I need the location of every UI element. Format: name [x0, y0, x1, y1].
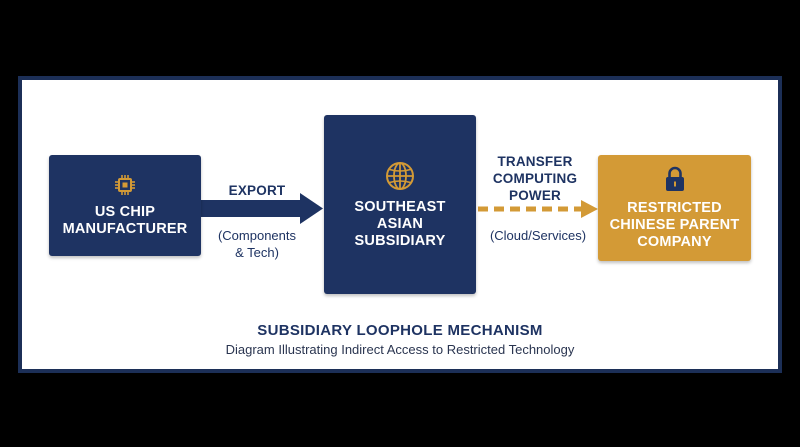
title-line: COMPANY: [637, 234, 712, 250]
restricted-parent-company-box: RESTRICTED CHINESE PARENT COMPANY: [598, 155, 751, 261]
title-line: SUBSIDIARY: [354, 232, 446, 249]
export-note: (Components & Tech): [199, 227, 315, 261]
export-arrow: [201, 193, 323, 224]
label-line: TRANSFER: [497, 154, 573, 169]
title-line: US CHIP: [94, 204, 156, 220]
note-line: & Tech): [235, 245, 279, 260]
title-line: SOUTHEAST: [354, 198, 446, 215]
transfer-note: (Cloud/Services): [489, 228, 587, 243]
southeast-asian-subsidiary-box: SOUTHEAST ASIAN SUBSIDIARY: [324, 115, 476, 294]
title-line: MANUFACTURER: [62, 221, 188, 237]
restricted-parent-company-label: RESTRICTED CHINESE PARENT COMPANY: [610, 200, 740, 251]
label-line: COMPUTING: [492, 171, 578, 186]
us-chip-manufacturer-label: US CHIP MANUFACTURER: [63, 204, 188, 238]
note-line: (Components: [217, 228, 297, 243]
title-line: RESTRICTED: [627, 200, 722, 216]
us-chip-manufacturer-box: US CHIP MANUFACTURER: [49, 155, 201, 256]
globe-icon: [386, 161, 414, 190]
export-label: EXPORT: [228, 183, 286, 198]
transfer-label: TRANSFER COMPUTING POWER: [480, 153, 590, 204]
title-line: CHINESE PARENT: [609, 217, 740, 233]
transfer-arrow: [478, 200, 598, 218]
lock-icon: [665, 166, 684, 191]
title-line: ASIAN: [376, 215, 424, 232]
diagram-title: SUBSIDIARY LOOPHOLE MECHANISM: [257, 322, 543, 339]
label-line: POWER: [508, 188, 561, 203]
microchip-icon: [115, 175, 135, 195]
diagram-subtitle: Diagram Illustrating Indirect Access to …: [225, 342, 575, 357]
southeast-asian-subsidiary-label: SOUTHEAST ASIAN SUBSIDIARY: [354, 199, 445, 250]
